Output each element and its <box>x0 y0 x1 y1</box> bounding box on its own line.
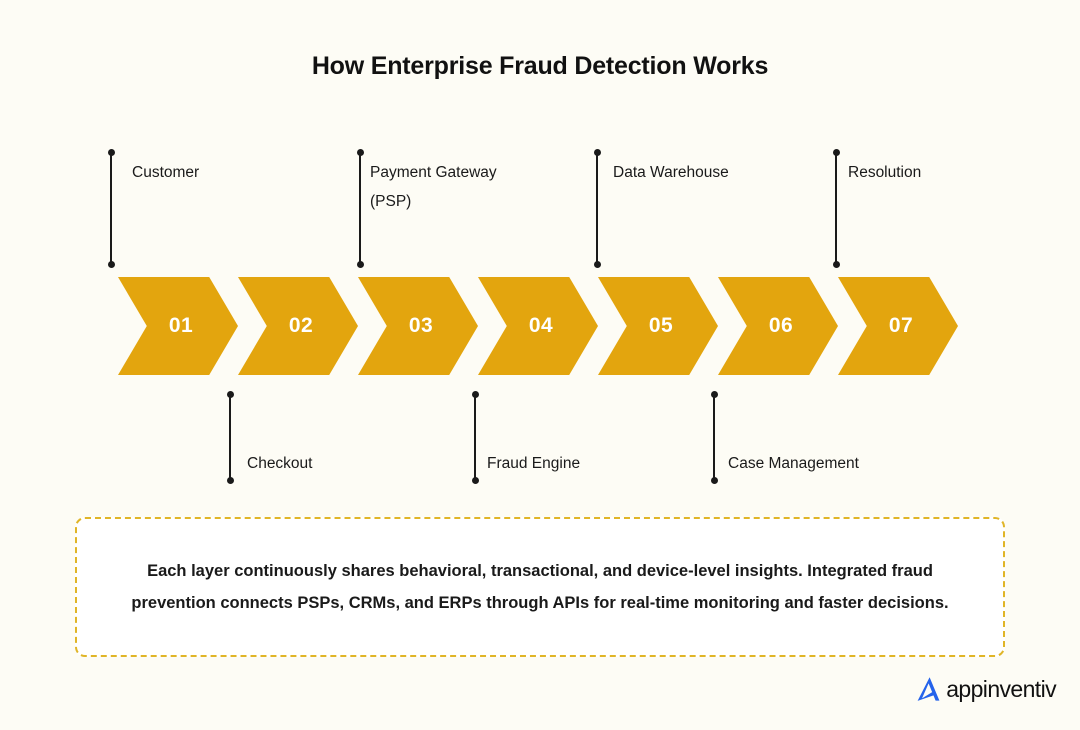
summary-callout-box: Each layer continuously shares behaviora… <box>75 517 1005 657</box>
chevron-number-5: 05 <box>648 314 674 337</box>
page-title: How Enterprise Fraud Detection Works <box>311 52 769 80</box>
stage-label-fraud-engine: Fraud Engine <box>487 455 581 472</box>
stage-label-data-warehouse: Data Warehouse <box>613 164 729 181</box>
connector-stem-step-6 <box>710 391 718 484</box>
stage-label-payment-gateway: Payment Gateway (PSP) <box>370 164 497 210</box>
chevron-step-7[interactable]: 07 <box>838 277 958 375</box>
connector-stem-step-5 <box>593 149 601 268</box>
chevron-number-3: 03 <box>408 314 434 337</box>
chevron-step-5[interactable]: 05 <box>598 277 718 375</box>
brand-logo-text: appinventiv <box>946 675 1056 702</box>
stage-label-case-management: Case Management <box>728 455 859 472</box>
connector-stem-step-2 <box>226 391 234 484</box>
chevron-step-2[interactable]: 02 <box>238 277 358 375</box>
appinventiv-a-mark-icon <box>917 677 940 701</box>
brand-logo: appinventiv <box>914 674 1057 704</box>
chevron-step-1[interactable]: 01 <box>118 277 238 375</box>
connector-stem-step-7 <box>832 149 840 268</box>
stage-label-resolution: Resolution <box>848 164 922 181</box>
summary-callout-text: Each layer continuously shares behaviora… <box>131 562 949 612</box>
stage-label-checkout: Checkout <box>247 455 313 472</box>
connector-stem-step-1 <box>107 149 115 268</box>
chevron-step-6[interactable]: 06 <box>718 277 838 375</box>
connector-stem-step-3 <box>356 149 364 268</box>
chevron-number-4: 04 <box>528 314 554 337</box>
chevron-number-1: 01 <box>168 314 194 337</box>
chevron-number-7: 07 <box>888 314 914 337</box>
stage-label-customer: Customer <box>132 164 200 181</box>
chevron-number-2: 02 <box>288 314 314 337</box>
connector-stem-step-4 <box>471 391 479 484</box>
chevron-step-4[interactable]: 04 <box>478 277 598 375</box>
chevron-number-6: 06 <box>768 314 794 337</box>
chevron-step-3[interactable]: 03 <box>358 277 478 375</box>
